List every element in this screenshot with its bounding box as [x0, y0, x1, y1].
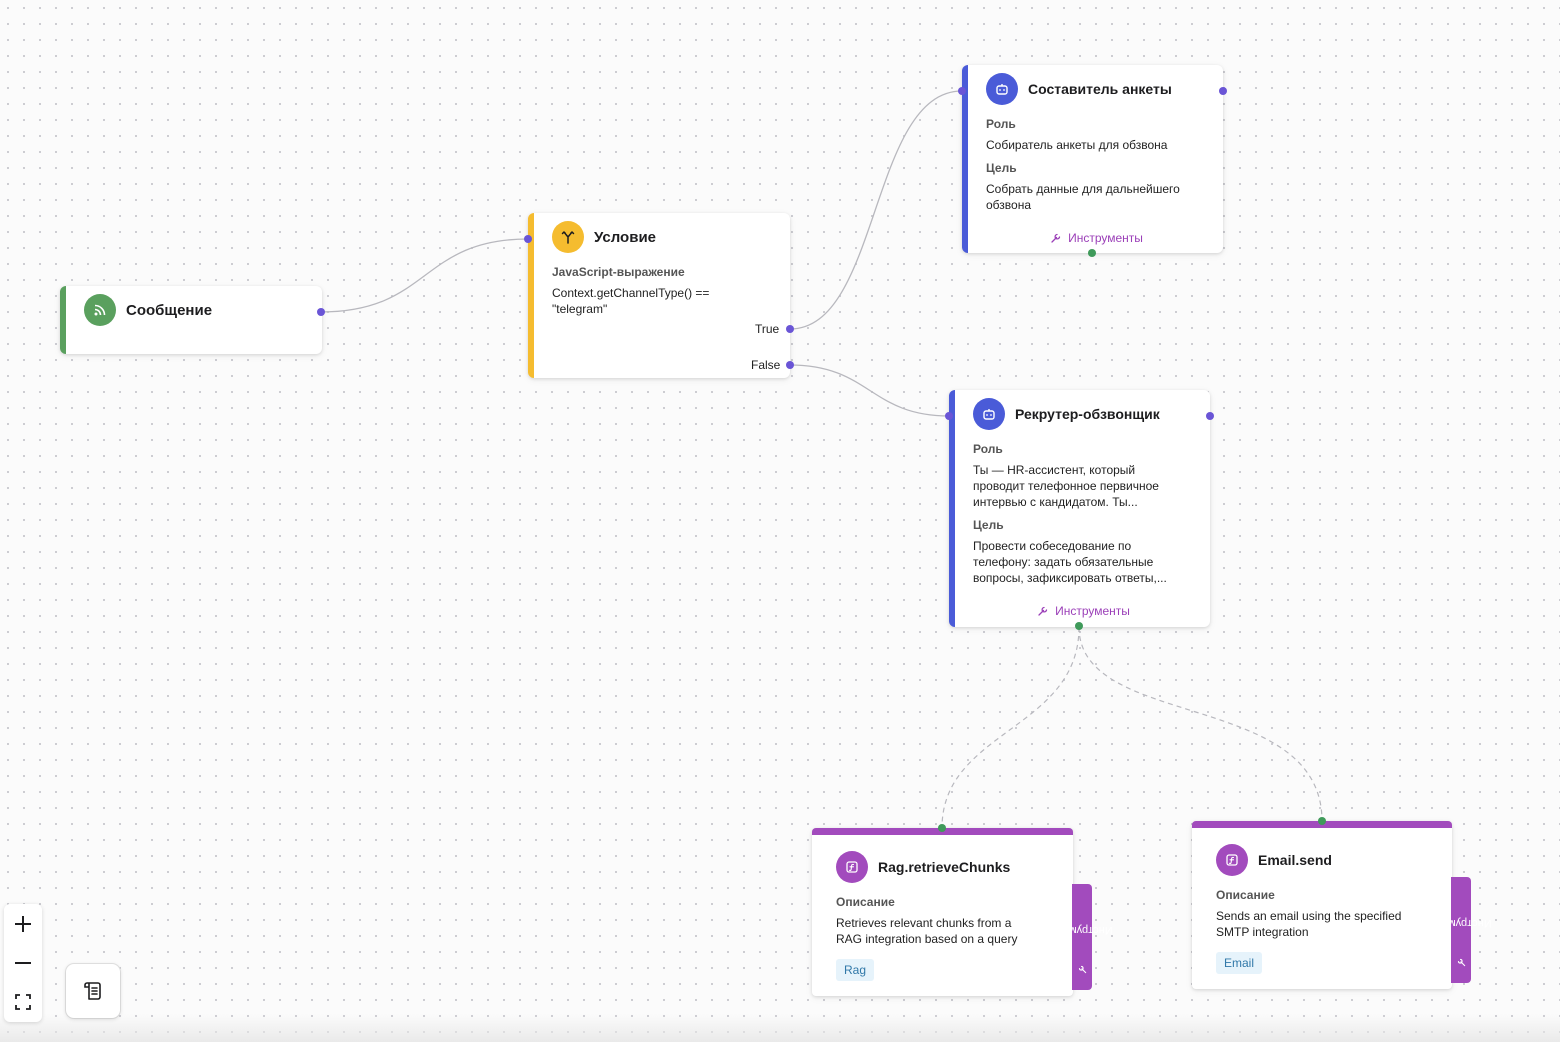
tool-title: Rag.retrieveChunks	[878, 859, 1011, 875]
goal-label: Цель	[986, 161, 1017, 175]
goal-line: вопросы, зафиксировать ответы,...	[973, 571, 1167, 585]
role-value: Собиратель анкеты для обзвона	[986, 138, 1168, 152]
condition-node-title: Условие	[594, 228, 657, 246]
branch-split-icon	[552, 221, 584, 253]
condition-true-port[interactable]	[786, 325, 794, 333]
tool-side-tab: Инструмент	[1431, 877, 1491, 983]
goal-line: Собрать данные для дальнейшего	[986, 182, 1180, 196]
plus-icon	[15, 915, 31, 932]
function-icon	[1216, 844, 1248, 876]
description-line: RAG integration based on a query	[836, 932, 1018, 946]
edge-false-agent2	[789, 364, 950, 417]
tool-node-rag[interactable]: Rag.retrieveChunks Описание Retrieves re…	[812, 828, 1073, 996]
integration-tag: Rag	[836, 959, 875, 981]
function-icon	[836, 851, 868, 883]
wrench-icon	[1051, 233, 1061, 243]
zoom-in-button[interactable]	[9, 910, 37, 938]
expression-line: "telegram"	[552, 302, 608, 316]
minus-icon	[15, 961, 31, 964]
agent2-input-port[interactable]	[945, 412, 953, 420]
canvas-bottom-fade	[0, 1014, 1560, 1042]
tools-link[interactable]: Инструменты	[986, 231, 1207, 245]
tool1-input-port[interactable]	[938, 824, 946, 832]
true-handle-label: True	[755, 322, 780, 336]
agent-node-recruiter[interactable]: Рекрутер-обзвонщик Роль Ты — HR-ассистен…	[949, 390, 1210, 627]
role-label: Роль	[973, 442, 1003, 456]
description-line: Retrieves relevant chunks from a	[836, 916, 1012, 930]
role-value: Ты — HR-ассистент, который проводит теле…	[973, 462, 1194, 510]
agent2-output-port[interactable]	[1206, 412, 1214, 420]
tools-label: Инструменты	[1055, 604, 1130, 618]
goal-line: Провести собеседование по	[973, 539, 1132, 553]
zoom-controls	[4, 904, 42, 1022]
log-scroll-icon	[84, 982, 101, 1000]
robot-icon	[986, 73, 1018, 105]
agent-title: Рекрутер-обзвонщик	[1015, 406, 1160, 422]
goal-value: Собрать данные для дальнейшего обзвона	[986, 181, 1207, 213]
integration-tag: Email	[1216, 952, 1263, 974]
tool2-input-port[interactable]	[1318, 817, 1326, 825]
tool-side-tab-label: Инструмент	[1430, 917, 1492, 929]
agent1-input-port[interactable]	[958, 87, 966, 95]
goal-line: телефону: задать обязательные	[973, 555, 1154, 569]
wrench-icon	[1078, 965, 1086, 974]
role-line: Ты — HR-ассистент, который	[973, 463, 1136, 477]
fit-view-button[interactable]	[9, 988, 37, 1016]
false-handle-label: False	[751, 358, 781, 372]
description-line: Sends an email using the specified	[1216, 909, 1402, 923]
condition-node[interactable]: Условие JavaScript-выражение Context.get…	[528, 213, 790, 378]
logs-button[interactable]	[66, 964, 120, 1018]
goal-value: Провести собеседование по телефону: зада…	[973, 538, 1194, 586]
edge-agent2-tool1	[941, 626, 1080, 829]
description-value: Retrieves relevant chunks from a RAG int…	[836, 915, 1057, 947]
agent-title: Составитель анкеты	[1028, 81, 1172, 97]
condition-false-port[interactable]	[786, 361, 794, 369]
expression-label: JavaScript-выражение	[552, 265, 685, 279]
message-node[interactable]: Сообщение	[60, 286, 322, 354]
tools-label: Инструменты	[1068, 231, 1143, 245]
agent1-output-port[interactable]	[1219, 87, 1227, 95]
description-line: SMTP integration	[1216, 925, 1309, 939]
expression-line: Context.getChannelType() ==	[552, 286, 710, 300]
message-node-title: Сообщение	[126, 301, 213, 319]
agent1-tools-port[interactable]	[1088, 249, 1096, 257]
description-label: Описание	[1216, 888, 1275, 902]
agent2-tools-port[interactable]	[1075, 622, 1083, 630]
expression-value: Context.getChannelType() == "telegram"	[552, 285, 774, 317]
condition-input-port[interactable]	[524, 235, 532, 243]
goal-label: Цель	[973, 518, 1004, 532]
rss-feed-icon	[84, 294, 116, 326]
tool-side-tab: Инструмент	[1052, 884, 1112, 990]
role-line: проводит телефонное первичное	[973, 479, 1159, 493]
tools-link[interactable]: Инструменты	[973, 604, 1194, 618]
role-label: Роль	[986, 117, 1016, 131]
fit-view-icon	[15, 994, 31, 1011]
robot-icon	[973, 398, 1005, 430]
tool-side-tab-label: Инструмент	[1051, 924, 1113, 936]
wrench-icon	[1457, 958, 1465, 967]
agent-node-questionnaire[interactable]: Составитель анкеты Роль Собиратель анкет…	[962, 65, 1223, 253]
description-label: Описание	[836, 895, 895, 909]
edge-agent2-tool2	[1078, 626, 1323, 822]
edge-message-condition	[320, 238, 529, 313]
edge-true-agent1	[789, 90, 963, 330]
goal-line: обзвона	[986, 198, 1031, 212]
description-value: Sends an email using the specified SMTP …	[1216, 908, 1436, 940]
tool-node-email[interactable]: Email.send Описание Sends an email using…	[1192, 821, 1452, 989]
wrench-icon	[1038, 606, 1048, 616]
zoom-out-button[interactable]	[9, 949, 37, 977]
tool-title: Email.send	[1258, 852, 1332, 868]
role-line: интервью с кандидатом. Ты...	[973, 495, 1138, 509]
message-output-port[interactable]	[317, 308, 325, 316]
